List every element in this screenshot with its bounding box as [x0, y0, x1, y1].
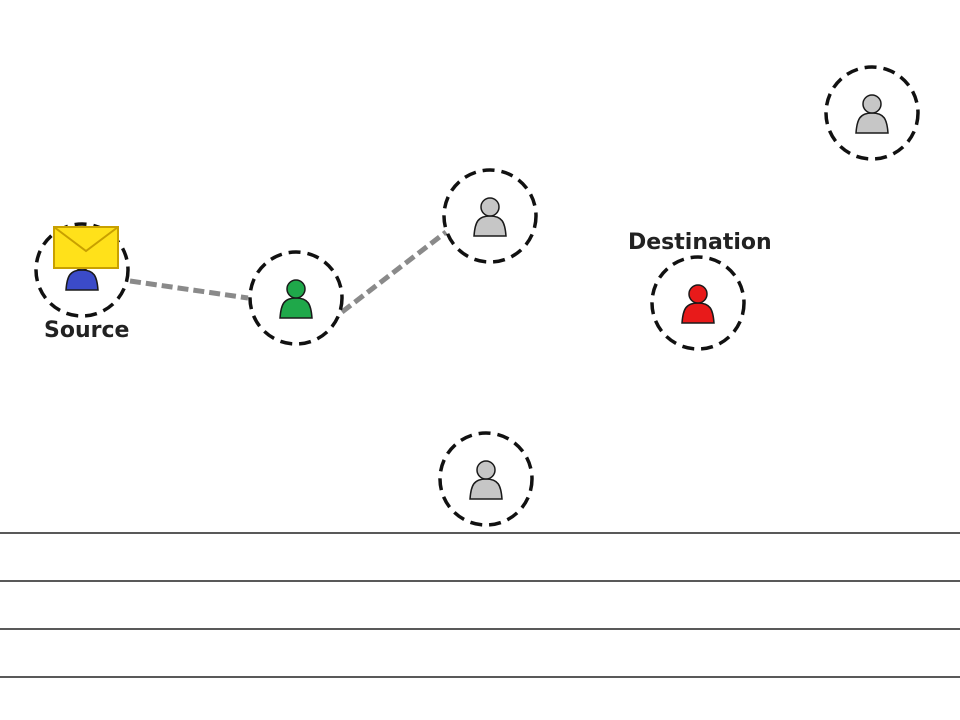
range-ring-node-top-right: [824, 65, 920, 161]
range-ring-node-upper-middle: [442, 168, 538, 264]
person-body: [681, 302, 715, 324]
person-icon-node-upper-middle: [473, 197, 507, 237]
person-body: [469, 478, 503, 500]
envelope-flap: [53, 226, 119, 253]
person-icon-node-top-right: [855, 94, 889, 134]
person-icon-relay: [279, 279, 313, 319]
range-ring-relay: [248, 250, 344, 346]
range-ring-source: [34, 222, 130, 318]
link-source-to-relay: [129, 278, 249, 301]
person-icon-destination: [681, 284, 715, 324]
bottom-lines: [0, 532, 960, 678]
person-icon-node-bottom-middle: [469, 460, 503, 500]
range-rings-layer: [34, 65, 920, 527]
person-head: [862, 94, 882, 114]
range-ring-destination: [650, 255, 746, 351]
nodes-layer: [65, 94, 889, 500]
envelope-icon: [53, 226, 119, 269]
person-head: [286, 279, 306, 299]
source-label: Source: [44, 318, 130, 343]
person-body: [855, 112, 889, 134]
links-layer: [129, 230, 448, 314]
person-head: [476, 460, 496, 480]
person-body: [473, 215, 507, 237]
person-head: [688, 284, 708, 304]
person-body: [279, 297, 313, 319]
person-head: [480, 197, 500, 217]
range-ring-node-bottom-middle: [438, 431, 534, 527]
person-body: [65, 269, 99, 291]
destination-label: Destination: [628, 230, 772, 255]
link-relay-to-node-upper-middle: [340, 230, 448, 314]
